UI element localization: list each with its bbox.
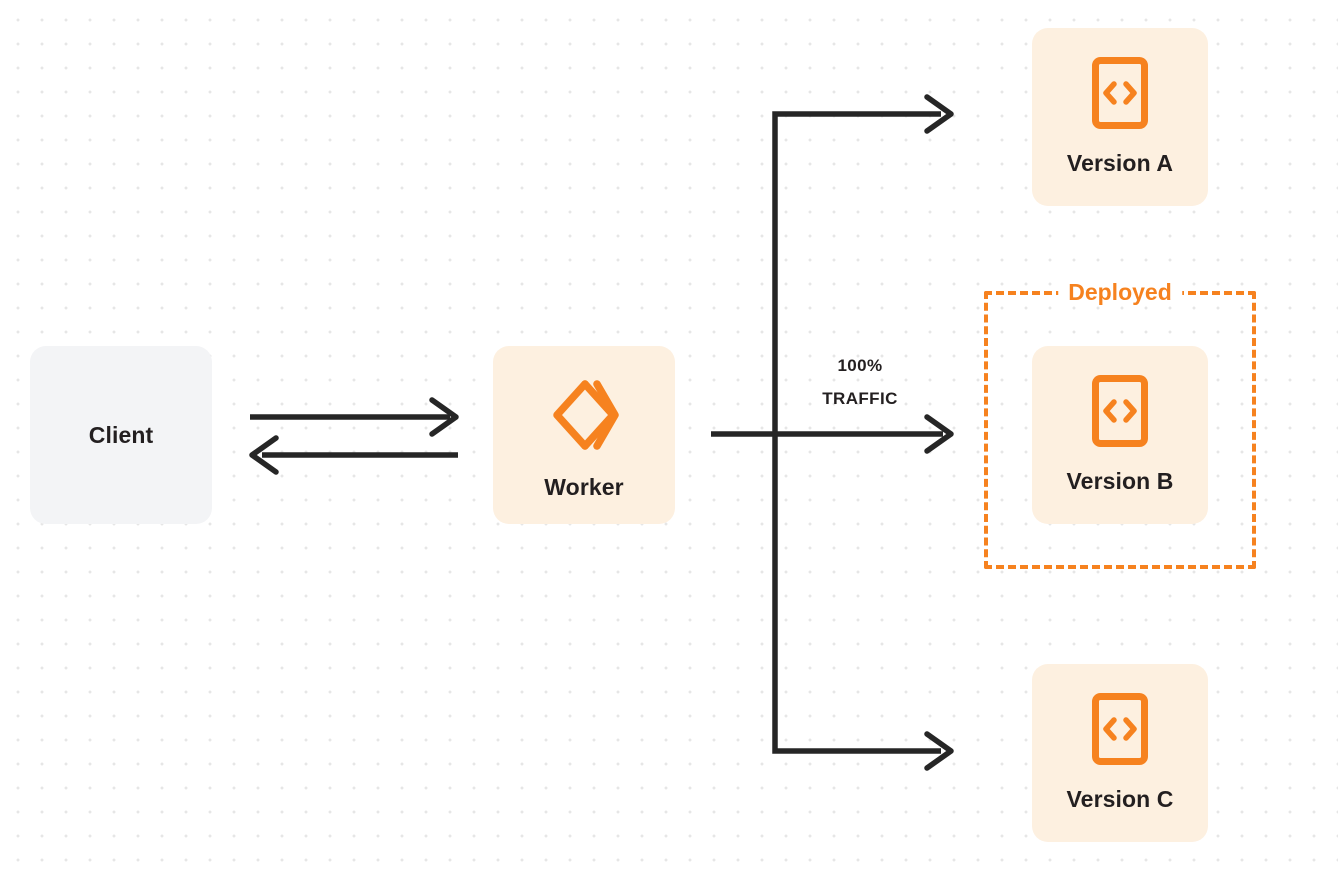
node-worker[interactable]: Worker bbox=[493, 346, 675, 524]
node-version-c-label: Version C bbox=[1066, 786, 1174, 812]
code-brackets-icon bbox=[1091, 374, 1149, 448]
code-brackets-icon bbox=[1091, 692, 1149, 766]
arrow-worker-to-client bbox=[249, 435, 458, 475]
arrow-client-to-worker bbox=[250, 397, 459, 437]
node-version-a[interactable]: Version A bbox=[1032, 28, 1208, 206]
arrow-to-version-a bbox=[924, 94, 954, 134]
arrow-to-version-b bbox=[711, 414, 954, 454]
node-worker-label: Worker bbox=[544, 474, 624, 500]
node-client[interactable]: Client bbox=[30, 346, 212, 524]
code-brackets-icon bbox=[1091, 56, 1149, 130]
deployed-group: Deployed bbox=[984, 279, 1256, 569]
deployed-group-label: Deployed bbox=[1058, 279, 1182, 306]
traffic-percent-text: 100% bbox=[837, 356, 883, 375]
traffic-word-text: TRAFFIC bbox=[822, 389, 898, 409]
node-version-b-label: Version B bbox=[1066, 468, 1174, 494]
node-version-b[interactable]: Version B bbox=[1032, 346, 1208, 524]
node-client-label: Client bbox=[88, 421, 154, 448]
traffic-label: 100% TRAFFIC bbox=[790, 349, 930, 415]
cloudflare-workers-logo-icon bbox=[545, 376, 623, 454]
node-version-a-label: Version A bbox=[1066, 150, 1174, 176]
branch-trunk bbox=[772, 111, 941, 754]
node-version-c[interactable]: Version C bbox=[1032, 664, 1208, 842]
arrow-to-version-c bbox=[924, 731, 954, 771]
